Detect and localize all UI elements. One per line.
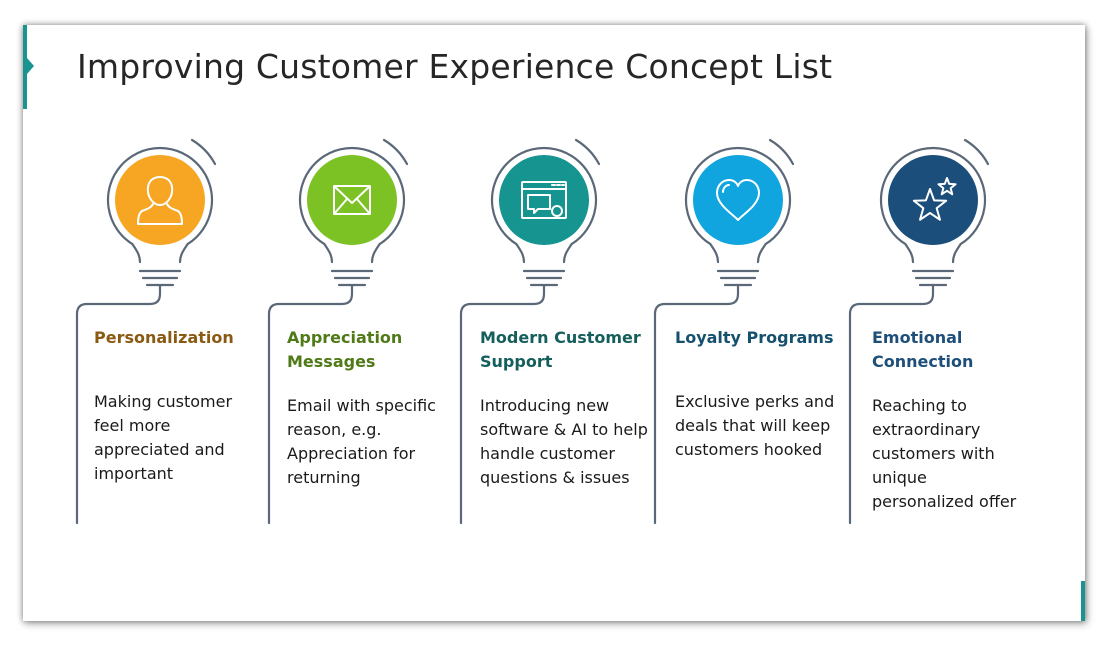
connector-line-3	[459, 283, 546, 525]
bulb-circle-2	[307, 155, 397, 245]
concept-text-personalization: Personalization Making customer feel mor…	[94, 326, 264, 486]
bulb-outline-1	[106, 147, 214, 264]
bulb-glow-arc-1	[190, 138, 217, 166]
slide: Improving Customer Experience Concept Li…	[23, 25, 1085, 621]
bulb-1	[75, 138, 217, 525]
heart-icon	[716, 179, 760, 221]
bulb-outline-2	[298, 147, 406, 264]
concept-text-modern-customer-support: Modern Customer Support Introducing new …	[480, 326, 650, 490]
concept-desc-appreciation-messages: Email with specific reason, e.g. Appreci…	[287, 396, 436, 487]
bulb-glow-arc-5	[963, 138, 990, 166]
concept-text-emotional-connection: Emotional Connection Reaching to extraor…	[872, 326, 1032, 514]
concept-title-modern-customer-support: Modern Customer Support	[480, 328, 641, 371]
bulb-circle-3	[499, 155, 589, 245]
concept-desc-emotional-connection: Reaching to extraordinary customers with…	[872, 396, 1017, 511]
bulb-2	[267, 138, 409, 525]
concept-title-emotional-connection: Emotional Connection	[872, 328, 974, 371]
connector-line-1	[75, 283, 162, 525]
stars-icon	[912, 177, 957, 221]
concept-text-appreciation-messages: Appreciation Messages Email with specifi…	[287, 326, 447, 490]
bulb-outline-5	[879, 147, 987, 264]
corner-accent-bar	[1081, 581, 1085, 621]
title-accent-arrow	[27, 58, 34, 74]
concept-text-loyalty-programs: Loyalty Programs Exclusive perks and dea…	[675, 326, 840, 462]
concept-title-loyalty-programs: Loyalty Programs	[675, 328, 834, 347]
bulb-circle-4	[693, 155, 783, 245]
connector-line-2	[267, 283, 354, 525]
bulb-4	[653, 138, 795, 525]
concept-desc-loyalty-programs: Exclusive perks and deals that will keep…	[675, 392, 835, 459]
connector-line-5	[848, 283, 935, 525]
bulb-glow-arc-2	[382, 138, 409, 166]
envelope-icon	[333, 185, 371, 215]
page-title: Improving Customer Experience Concept Li…	[77, 47, 833, 86]
bulb-circle-1	[115, 155, 205, 245]
concept-bulbs	[75, 138, 990, 525]
connector-line-4	[653, 283, 740, 525]
person-icon	[137, 176, 183, 225]
chat-window-icon	[521, 181, 567, 219]
concept-title-personalization: Personalization	[94, 328, 234, 347]
bulb-glow-arc-3	[574, 138, 601, 166]
bulb-outline-3	[490, 147, 598, 264]
concept-title-appreciation-messages: Appreciation Messages	[287, 328, 403, 371]
bulb-outline-4	[684, 147, 792, 264]
bulb-5	[848, 138, 990, 525]
bulb-3	[459, 138, 601, 525]
concept-desc-personalization: Making customer feel more appreciated an…	[94, 392, 233, 483]
concept-desc-modern-customer-support: Introducing new software & AI to help ha…	[480, 396, 648, 487]
bulb-glow-arc-4	[768, 138, 795, 166]
title-accent-bar	[23, 25, 27, 109]
